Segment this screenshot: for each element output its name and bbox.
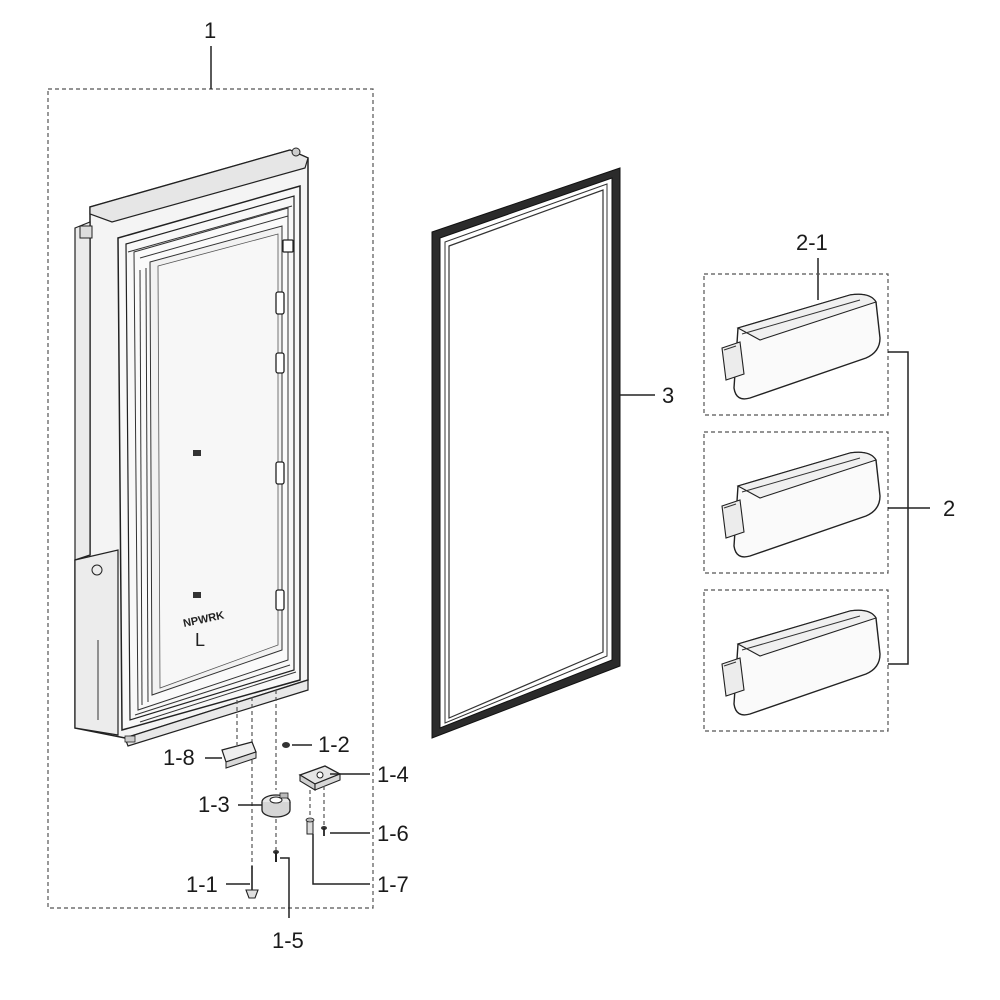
part-1-6-screw [321, 826, 327, 836]
callout-1-8: 1-8 [163, 745, 195, 770]
side-letter: L [195, 630, 205, 650]
door-bin-2 [721, 451, 881, 558]
callout-1-2: 1-2 [318, 732, 350, 757]
part-1-4-hinge-bracket [298, 765, 342, 791]
callout-3: 3 [662, 383, 674, 408]
callout-1-5: 1-5 [272, 928, 304, 953]
part-1-8-cap [221, 741, 257, 769]
callout-1-3: 1-3 [198, 792, 230, 817]
part-1-2-screw [282, 742, 290, 748]
door-bin-1 [721, 293, 881, 400]
callout-1-7-leader [312, 834, 370, 885]
callout-1: 1 [204, 18, 216, 43]
part-1-3-hinge-bushing [261, 792, 291, 818]
door-bin-3 [721, 609, 881, 716]
callout-1-7: 1-7 [377, 872, 409, 897]
bin-frame-top [703, 273, 889, 416]
door-liner [74, 147, 309, 747]
part-1-5-screw [273, 850, 279, 862]
bin-frame-bottom [703, 589, 889, 732]
bin-frame-middle [703, 431, 889, 574]
callout-1-4: 1-4 [377, 762, 409, 787]
callout-1-1: 1-1 [186, 872, 218, 897]
part-1-7-hinge-pin [305, 817, 315, 835]
callout-2: 2 [943, 496, 955, 521]
callout-1-5-leader [280, 857, 290, 918]
part-1-1-hinge-screw [245, 866, 259, 899]
callout-2-1: 2-1 [796, 230, 828, 255]
callout-1-6: 1-6 [377, 821, 409, 846]
door-gasket [431, 167, 621, 739]
